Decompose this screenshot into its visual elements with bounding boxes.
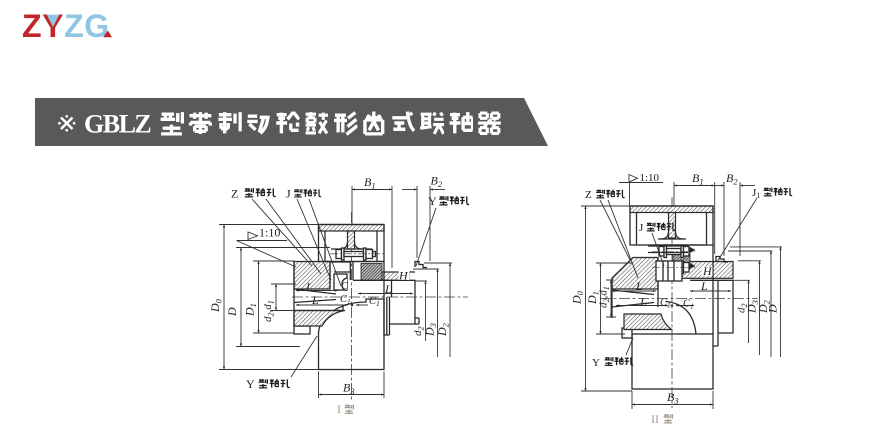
svg-text:L: L: [700, 279, 708, 293]
svg-text:I: I: [337, 402, 341, 416]
svg-text:J: J: [286, 187, 291, 201]
svg-text:J1: J1: [752, 187, 760, 200]
svg-text:J: J: [639, 222, 644, 234]
svg-text:B3: B3: [667, 390, 679, 406]
svg-text:Z: Z: [231, 187, 238, 201]
svg-text:B1: B1: [692, 171, 704, 187]
svg-text:D0: D0: [570, 290, 586, 305]
svg-text:D1: D1: [243, 303, 259, 317]
svg-text:B1: B1: [364, 175, 376, 191]
svg-text:L: L: [639, 295, 647, 309]
svg-text:d2,d1: d2,d1: [262, 300, 276, 322]
svg-text:d2,d1: d2,d1: [598, 286, 612, 308]
svg-text:d2: d2: [412, 327, 426, 337]
svg-text:C1: C1: [369, 296, 380, 308]
svg-text:H: H: [398, 269, 409, 283]
svg-text:D: D: [225, 307, 239, 317]
svg-text:H: H: [702, 264, 713, 278]
svg-text:L: L: [311, 293, 319, 307]
svg-text:L: L: [384, 282, 392, 296]
svg-text:D0: D0: [208, 298, 224, 313]
svg-text:d2: d2: [736, 304, 750, 314]
svg-text:L: L: [305, 280, 313, 294]
svg-text:Y: Y: [428, 194, 437, 208]
svg-text:ZYZG: ZYZG: [22, 8, 110, 44]
svg-text:B2: B2: [726, 171, 738, 187]
svg-text:1:10: 1:10: [640, 172, 660, 184]
svg-text:Z: Z: [585, 189, 592, 201]
svg-text:B2: B2: [431, 174, 443, 190]
svg-text:C1: C1: [683, 299, 694, 311]
svg-text:L: L: [635, 279, 643, 293]
svg-text:Y: Y: [246, 377, 255, 391]
svg-text:D: D: [766, 304, 780, 314]
svg-text:Y: Y: [592, 357, 600, 369]
svg-text:B3: B3: [343, 381, 355, 397]
svg-text:C1: C1: [660, 298, 671, 310]
svg-text:1:10: 1:10: [259, 226, 280, 240]
svg-text:C1: C1: [340, 294, 351, 306]
svg-text:II: II: [651, 412, 659, 426]
svg-text:GBLZ: GBLZ: [84, 110, 151, 139]
svg-text:C: C: [341, 281, 349, 292]
